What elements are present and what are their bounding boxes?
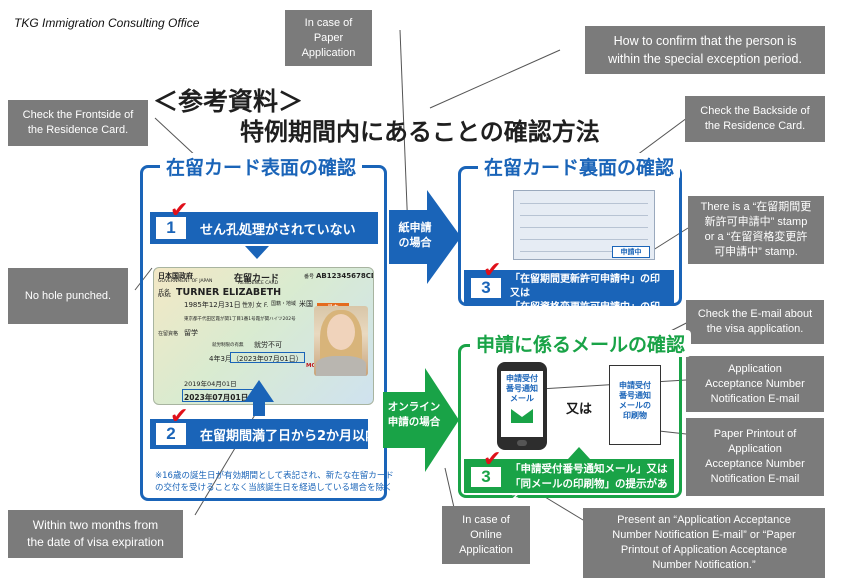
smartphone-icon	[497, 362, 547, 450]
step1-bar: せん孔処理がされていない	[150, 212, 378, 244]
card-status: 留学	[184, 329, 198, 337]
card-work-value: 就労不可	[254, 341, 282, 349]
paper-arrow-label: 紙申請 の場合	[398, 221, 432, 249]
note-check-email: Check the E-mail about the visa applicat…	[686, 300, 824, 344]
note-stamp: There is a “在留期間更 新許可申請中” stamp or a “在留…	[688, 196, 824, 264]
card-photo-shoulders	[316, 356, 366, 376]
note-paper-application: In case of Paper Application	[285, 10, 372, 66]
note-check-front: Check the Frontside of the Residence Car…	[8, 100, 148, 146]
card-holder-name: TURNER ELIZABETH	[176, 287, 282, 298]
card-title-en: RESIDENCE CARD	[238, 281, 279, 286]
card-nationality: 米国	[299, 300, 313, 308]
step1-text: せん孔処理がされていない	[200, 222, 356, 238]
card-work-label: 就労制限の有無	[212, 343, 244, 348]
step1-number: 1	[154, 215, 188, 241]
online-arrow-label: オンライン 申請の場合	[387, 401, 441, 428]
note-within-two-months: Within two months from the date of visa …	[8, 510, 183, 558]
note-present: Present an “Application Acceptance Numbe…	[583, 508, 825, 578]
card-expiry: （2023年07月01日）	[232, 355, 303, 363]
check-mark-icon: ✔	[483, 447, 502, 472]
envelope-icon	[511, 409, 533, 423]
page-title: 特例期間内にあることの確認方法	[240, 118, 600, 146]
card-status-label: 在留資格	[158, 331, 179, 337]
check-mark-icon: ✔	[483, 258, 502, 283]
office-name: TKG Immigration Consulting Office	[14, 16, 200, 30]
back-step3-number: 3	[469, 276, 503, 300]
paper-application-arrow	[389, 190, 461, 284]
card-name-label-en: NAME	[158, 294, 172, 299]
paper-printout-text: 申請受付 番号通知 メールの 印刷物	[619, 381, 651, 420]
front-panel-heading: 在留カード表面の確認	[160, 153, 363, 180]
note-app-email: Application Acceptance Number Notificati…	[686, 356, 824, 412]
card-moj-mark: MOJ	[306, 363, 319, 369]
card-number: AB12345678CD	[316, 272, 374, 280]
note-paper-printout: Paper Printout of Application Acceptance…	[686, 418, 824, 496]
card-name-label: 氏名	[158, 289, 171, 296]
title-reference: ＜参考資料＞	[153, 87, 304, 116]
card-permit-date: 2019年04月01日	[184, 380, 237, 388]
up-triangle-icon	[568, 447, 590, 459]
back-panel-heading: 在留カード裏面の確認	[478, 153, 681, 180]
phone-email-text: 申請受付 番号通知 メール	[506, 374, 538, 403]
front-footnote: ※16歳の誕生日が有効期間として表記され、新たな在留カード の交付を受けることな…	[155, 471, 394, 493]
down-triangle-icon	[245, 246, 269, 259]
step2-text: 在留期間満了日から2か月以内	[200, 428, 379, 444]
step2-number: 2	[154, 421, 188, 447]
check-mark-icon: ✔	[170, 198, 189, 223]
note-online-application: In case of Online Application	[442, 506, 530, 564]
card-gov: 日本国政府	[158, 272, 193, 280]
card-expiry-highlight	[230, 352, 305, 363]
email-panel-heading: 申請に係るメールの確認	[470, 330, 692, 357]
email-step3-number: 3	[469, 465, 503, 489]
card-photo-face	[327, 314, 355, 350]
online-application-arrow	[383, 368, 459, 472]
note-how-to-confirm: How to confirm that the person is within…	[585, 26, 825, 74]
residence-card-front: 日本国政府 GOVERNMENT OF JAPAN 在留カード RESIDENC…	[153, 267, 374, 405]
card-gov-en: GOVERNMENT OF JAPAN	[158, 279, 213, 284]
card-nationality-label: 国籍・地域	[271, 301, 297, 307]
or-text: 又は	[566, 402, 593, 417]
card-title: 在留カード	[234, 274, 280, 284]
paper-document-icon	[609, 365, 661, 445]
card-valid-until: 2023年07月01日	[184, 393, 249, 402]
card-sex: 性別 女 F.	[242, 302, 269, 309]
card-address: 東京都千代田区霞が関1丁目1番1号霞が関ハイツ202号	[184, 317, 296, 322]
check-mark-icon: ✔	[170, 404, 189, 429]
note-no-hole: No hole punched.	[8, 268, 128, 324]
card-period: 4年3月	[209, 355, 232, 363]
card-dob: 1985年12月31日	[184, 301, 241, 309]
application-stamp: 申請中	[612, 246, 650, 258]
up-arrow-icon	[244, 380, 274, 416]
note-check-back: Check the Backside of the Residence Card…	[685, 96, 825, 142]
card-number-label: 番号	[304, 274, 315, 280]
